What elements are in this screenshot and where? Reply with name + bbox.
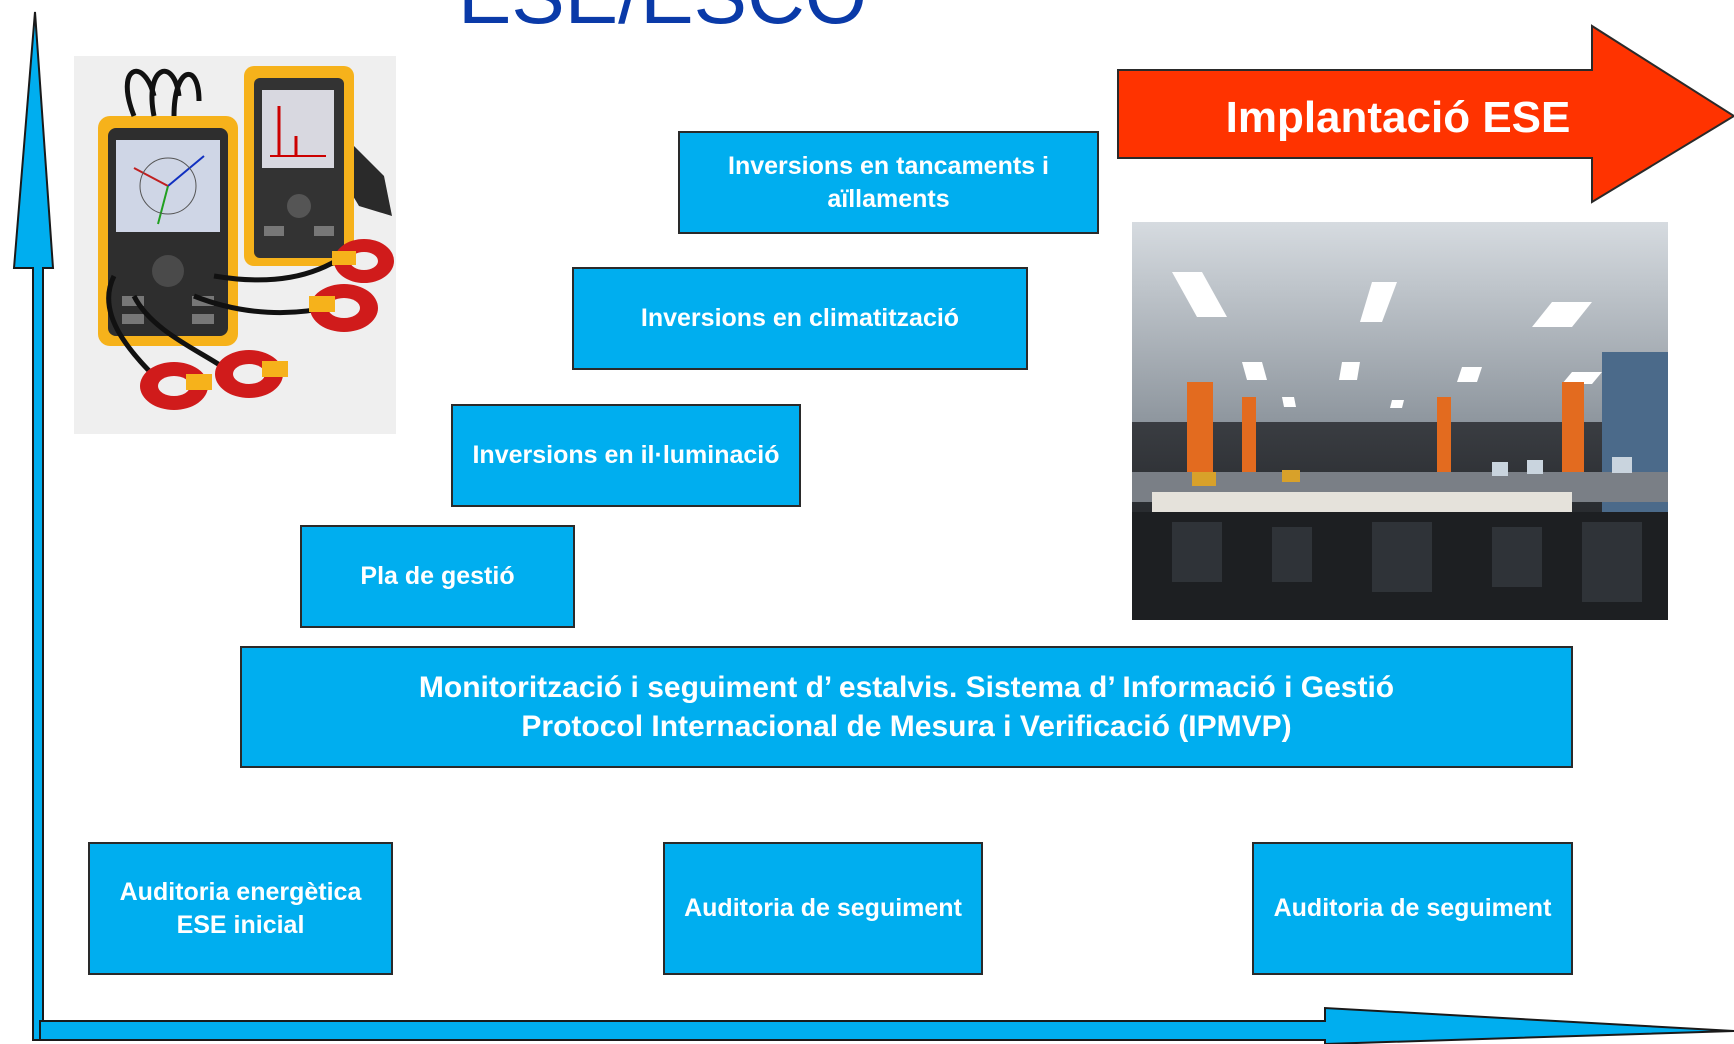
inversions-illuminacio-label: Inversions en il·luminació <box>472 441 780 470</box>
auditoria-seguiment-label-1: Auditoria de seguiment <box>684 894 962 923</box>
horizontal-axis-arrow <box>39 1006 1734 1044</box>
auditoria-seguiment-box-1: Auditoria de seguiment <box>663 842 983 975</box>
inversions-climatitzacio-label: Inversions en climatització <box>640 304 960 333</box>
auditoria-inicial-line2: ESE inicial <box>176 910 305 939</box>
office-interior-image <box>1132 222 1668 620</box>
inversions-tancaments-line1: Inversions en tancaments i <box>728 152 1049 180</box>
auditoria-seguiment-label-2: Auditoria de seguiment <box>1273 894 1552 923</box>
auditoria-inicial-box: Auditoria energètica ESE inicial <box>88 842 393 975</box>
inversions-tancaments-line2: aïllaments <box>827 184 950 213</box>
pla-gestio-box: Pla de gestió <box>300 525 575 628</box>
monitoritzacio-line1: Monitorització i seguiment d’ estalvis. … <box>418 671 1395 704</box>
vertical-axis-arrow <box>12 11 55 1041</box>
power-analyzer-image <box>74 56 396 434</box>
monitoritzacio-line2: Protocol Internacional de Mesura i Verif… <box>521 710 1292 743</box>
inversions-climatitzacio-box: Inversions en climatització <box>572 267 1028 370</box>
implantacio-arrow-label: Implantació ESE <box>1225 93 1571 142</box>
pla-gestio-label: Pla de gestió <box>360 562 515 591</box>
monitoritzacio-box: Monitorització i seguiment d’ estalvis. … <box>240 646 1573 768</box>
slide-title: ESE/ESCO <box>458 0 867 36</box>
inversions-illuminacio-box: Inversions en il·luminació <box>451 404 801 507</box>
auditoria-inicial-line1: Auditoria energètica <box>119 878 362 906</box>
inversions-tancaments-box: Inversions en tancaments i aïllaments <box>678 131 1099 234</box>
auditoria-seguiment-box-2: Auditoria de seguiment <box>1252 842 1573 975</box>
